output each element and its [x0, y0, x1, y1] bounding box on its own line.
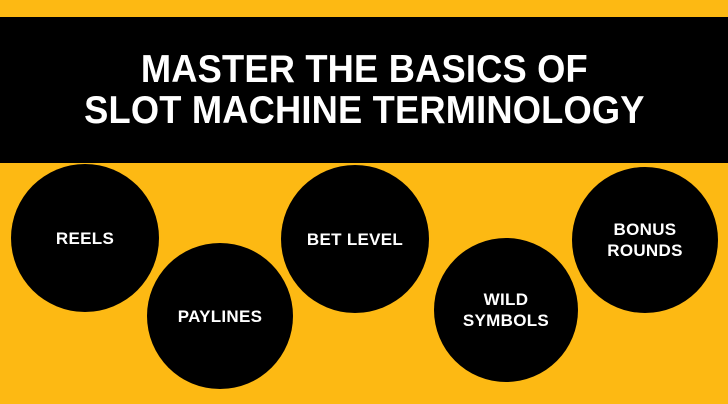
term-bubble-label-bet-level: BET LEVEL [306, 229, 404, 249]
term-bubble-label-paylines: PAYLINES [177, 306, 263, 326]
term-bubble-bonus-rounds[interactable]: BONUS ROUNDS [572, 167, 718, 313]
term-bubble-paylines[interactable]: PAYLINES [147, 243, 293, 389]
page-title-line-1: MASTER THE BASICS OF [140, 48, 588, 91]
page-title-line-2: SLOT MACHINE TERMINOLOGY [83, 89, 645, 132]
top-yellow-strip [0, 0, 728, 17]
term-bubble-label-wild-symbols: WILD SYMBOLS [462, 290, 550, 330]
term-bubble-wild-symbols[interactable]: WILD SYMBOLS [434, 238, 578, 382]
term-bubble-label-reels: REELS [55, 228, 115, 248]
term-bubble-bet-level[interactable]: BET LEVEL [281, 165, 429, 313]
title-banner: MASTER THE BASICS OF SLOT MACHINE TERMIN… [0, 17, 728, 163]
term-bubble-reels[interactable]: REELS [11, 164, 159, 312]
term-bubble-label-bonus-rounds: BONUS ROUNDS [607, 220, 683, 260]
